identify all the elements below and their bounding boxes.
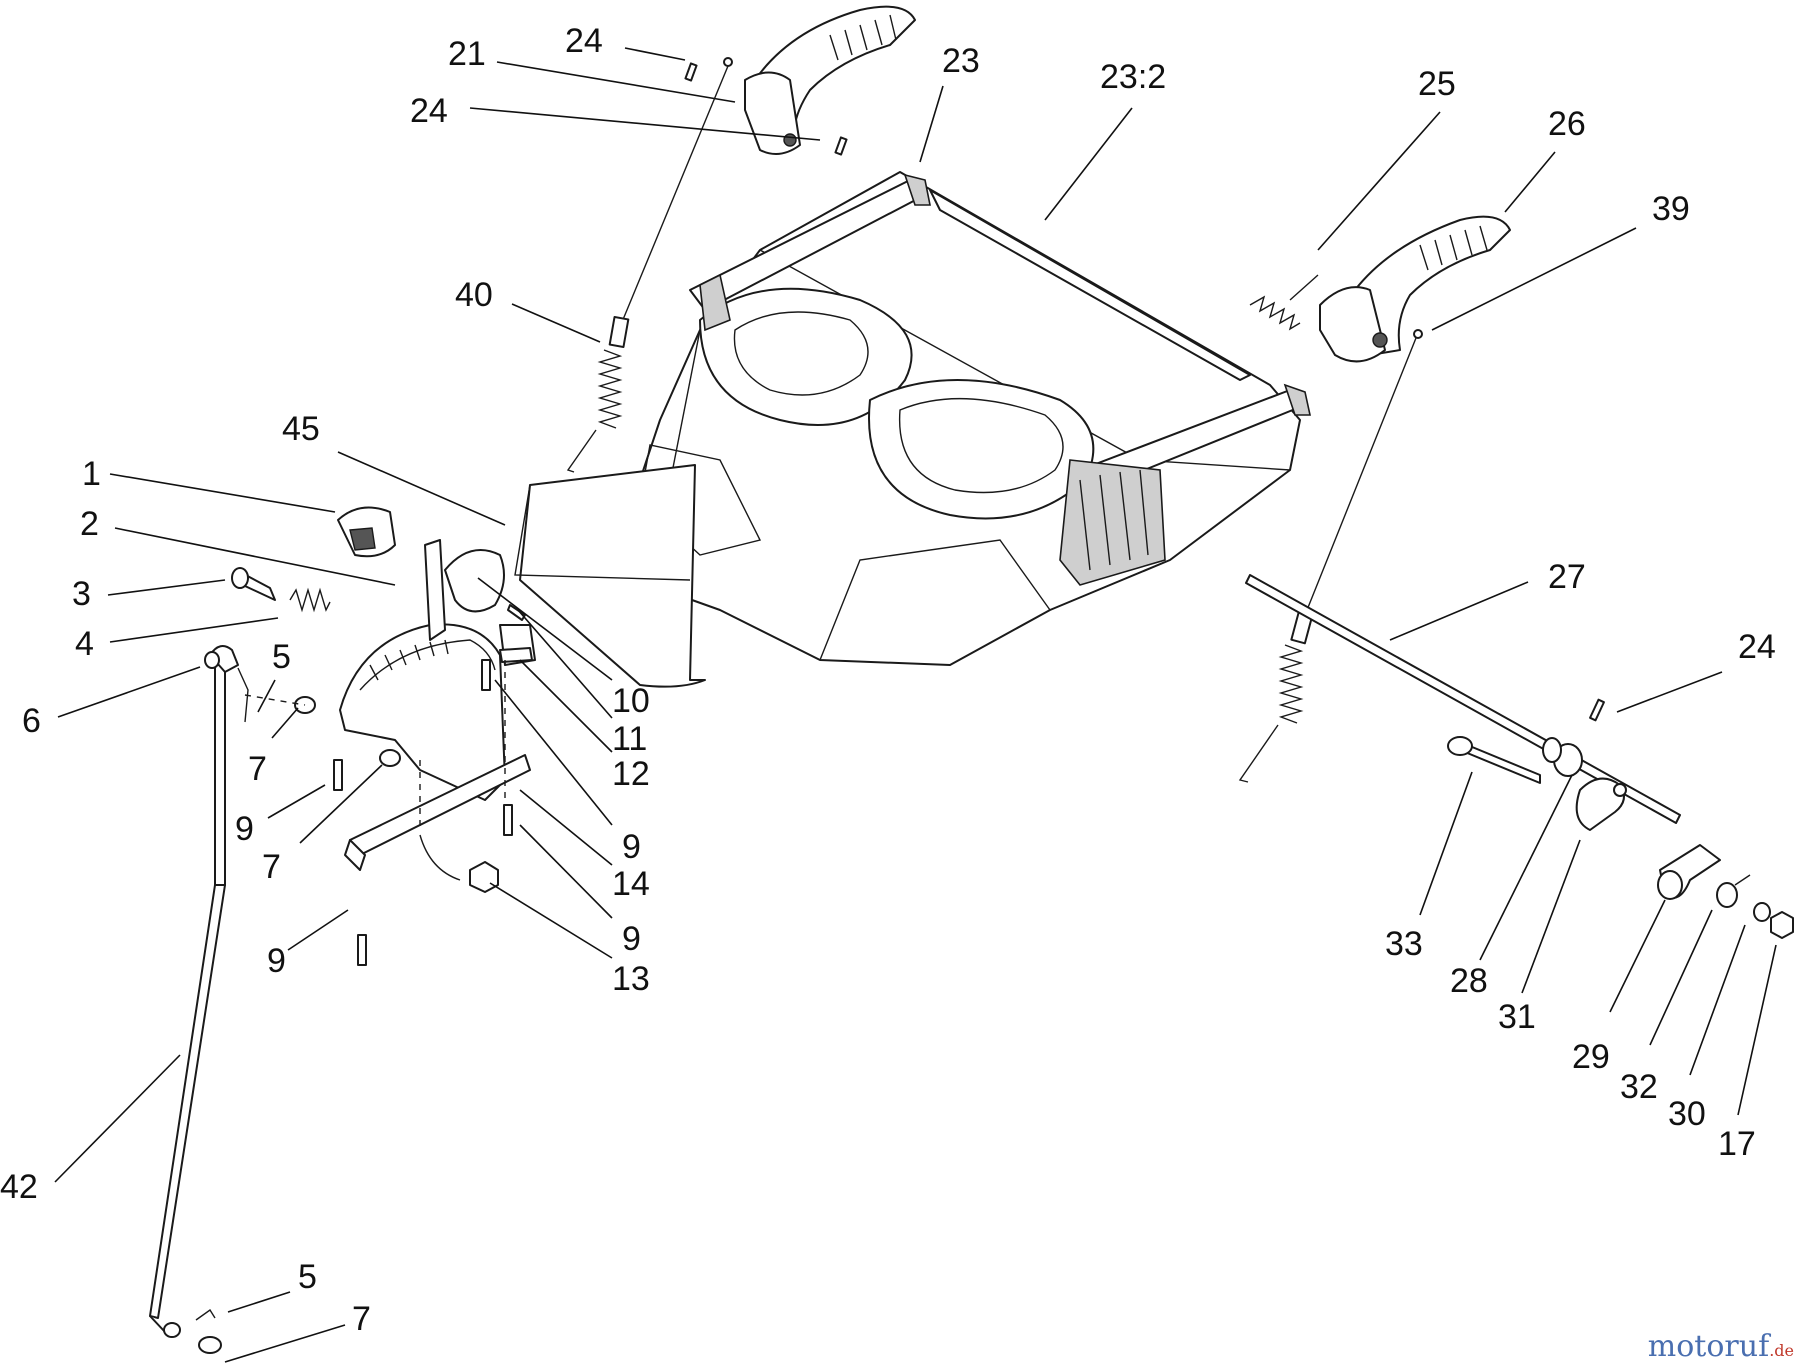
label-4: 4	[75, 625, 94, 663]
label-42: 42	[0, 1168, 38, 1206]
label-24-top: 24	[565, 22, 603, 60]
label-30: 30	[1668, 1095, 1706, 1133]
label-14: 14	[612, 865, 650, 903]
label-5-lower: 5	[298, 1258, 317, 1296]
decal-panel	[929, 189, 1251, 381]
watermark-tld: .de	[1769, 1341, 1794, 1360]
label-26: 26	[1548, 105, 1586, 143]
label-33: 33	[1385, 925, 1423, 963]
front-decal	[519, 464, 706, 688]
label-9-left: 9	[235, 810, 254, 848]
leader-lines	[54, 47, 1777, 1363]
label-23-2: 23:2	[1100, 58, 1166, 96]
label-17: 17	[1718, 1125, 1756, 1163]
right-handle	[1319, 215, 1511, 363]
shift-rod	[149, 645, 249, 1354]
right-cable	[1238, 329, 1423, 783]
label-7-middle: 7	[262, 848, 281, 886]
label-21: 21	[448, 35, 486, 73]
label-32: 32	[1620, 1068, 1658, 1106]
label-7-upper: 7	[248, 750, 267, 788]
label-2: 2	[80, 505, 99, 543]
label-6: 6	[22, 702, 41, 740]
label-7-lower: 7	[352, 1300, 371, 1338]
label-9-bottom: 9	[267, 942, 286, 980]
label-24-handle: 24	[410, 92, 448, 130]
label-1: 1	[82, 455, 101, 493]
left-cable	[566, 57, 733, 473]
label-3: 3	[72, 575, 91, 613]
watermark-logo: motoruf.de	[1648, 1329, 1794, 1364]
label-11: 11	[612, 720, 647, 758]
label-40: 40	[455, 276, 493, 314]
label-12: 12	[612, 755, 650, 793]
shaft-assembly	[1245, 574, 1794, 939]
handle-spring	[1249, 274, 1319, 331]
left-handle	[744, 5, 916, 155]
label-10: 10	[612, 682, 650, 720]
label-5-upper: 5	[272, 638, 291, 676]
label-27: 27	[1548, 558, 1586, 596]
label-24-right: 24	[1738, 628, 1776, 666]
part-labels: 24 21 24 23 23:2 25 26 39 40 45 1 2 3 4 …	[0, 22, 1776, 1338]
shift-lever-assembly	[231, 506, 536, 966]
label-23: 23	[942, 42, 980, 80]
label-39: 39	[1652, 190, 1690, 228]
label-13: 13	[612, 960, 650, 998]
label-9-right: 9	[622, 828, 641, 866]
control-panel-housing	[629, 171, 1311, 666]
label-25: 25	[1418, 65, 1456, 103]
watermark-main: motoruf	[1647, 1329, 1770, 1364]
label-9-lower-right: 9	[622, 920, 641, 958]
label-28: 28	[1450, 962, 1488, 1000]
label-45: 45	[282, 410, 320, 448]
label-29: 29	[1572, 1038, 1610, 1076]
label-31: 31	[1498, 998, 1536, 1036]
